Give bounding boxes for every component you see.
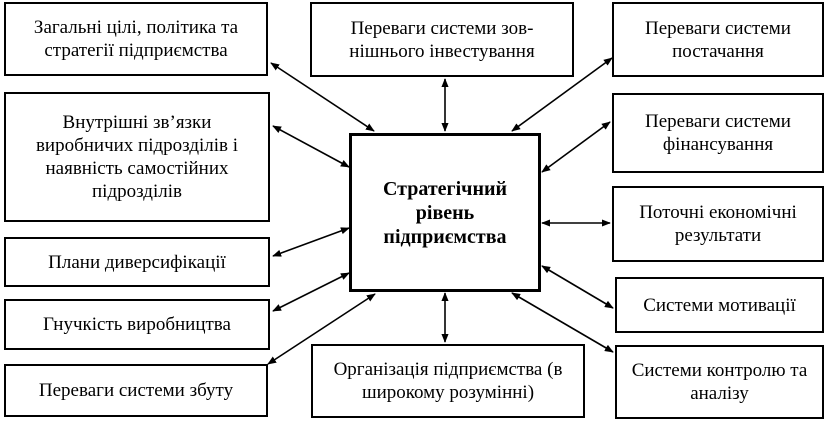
node-control-label: Системи контролю та аналізу [631, 360, 808, 404]
arrow-internal-center [272, 125, 350, 168]
node-investment: Переваги системи зов-нішнього інвестуван… [310, 2, 574, 77]
node-sales-label: Переваги системи збуту [38, 380, 234, 401]
arrow-motivation-center [541, 265, 614, 309]
node-motivation-label: Системи мотивації [643, 294, 796, 316]
node-flexibility-label: Гнучкість виробництва [43, 314, 231, 335]
node-flexibility: Гнучкість виробництва [4, 299, 270, 350]
node-supply-label: Переваги системи постачання [645, 17, 791, 62]
arrow-diversification-center [272, 227, 350, 257]
arrow-control-center [511, 292, 614, 353]
node-finance-label: Переваги системи фінансування [645, 111, 791, 155]
node-internal: Внутрішні зв’язки виробничих підрозділів… [4, 92, 270, 222]
node-finance: Переваги системи фінансування [612, 93, 824, 173]
node-goals: Загальні цілі, політика та стратегії під… [4, 2, 268, 76]
node-center-label: Стратегічний рівень підприємства [382, 177, 508, 248]
node-control: Системи контролю та аналізу [615, 345, 824, 419]
node-goals-label: Загальні цілі, політика та стратегії під… [33, 17, 239, 61]
node-diversification: Плани диверсифікації [4, 237, 270, 287]
node-supply: Переваги системи постачання [612, 2, 824, 77]
node-sales: Переваги системи збуту [4, 364, 268, 417]
arrow-sales-center [267, 293, 376, 365]
node-results-label: Поточні економічні результати [639, 202, 797, 246]
arrow-supply-center [511, 57, 613, 132]
node-organization-label: Організація підприємства (в широкому роз… [333, 359, 563, 403]
node-diversification-label: Плани диверсифікації [48, 251, 226, 273]
node-organization: Організація підприємства (в широкому роз… [311, 344, 585, 418]
node-investment-label: Переваги системи зов-нішнього інвестуван… [349, 17, 535, 62]
arrow-goals-center [270, 62, 375, 132]
node-internal-label: Внутрішні зв’язки виробничих підрозділів… [35, 112, 239, 202]
node-center: Стратегічний рівень підприємства [349, 133, 541, 292]
arrow-finance-center [541, 121, 611, 173]
arrow-flexibility-center [272, 272, 350, 312]
node-motivation: Системи мотивації [615, 277, 824, 333]
node-results: Поточні економічні результати [612, 186, 824, 262]
